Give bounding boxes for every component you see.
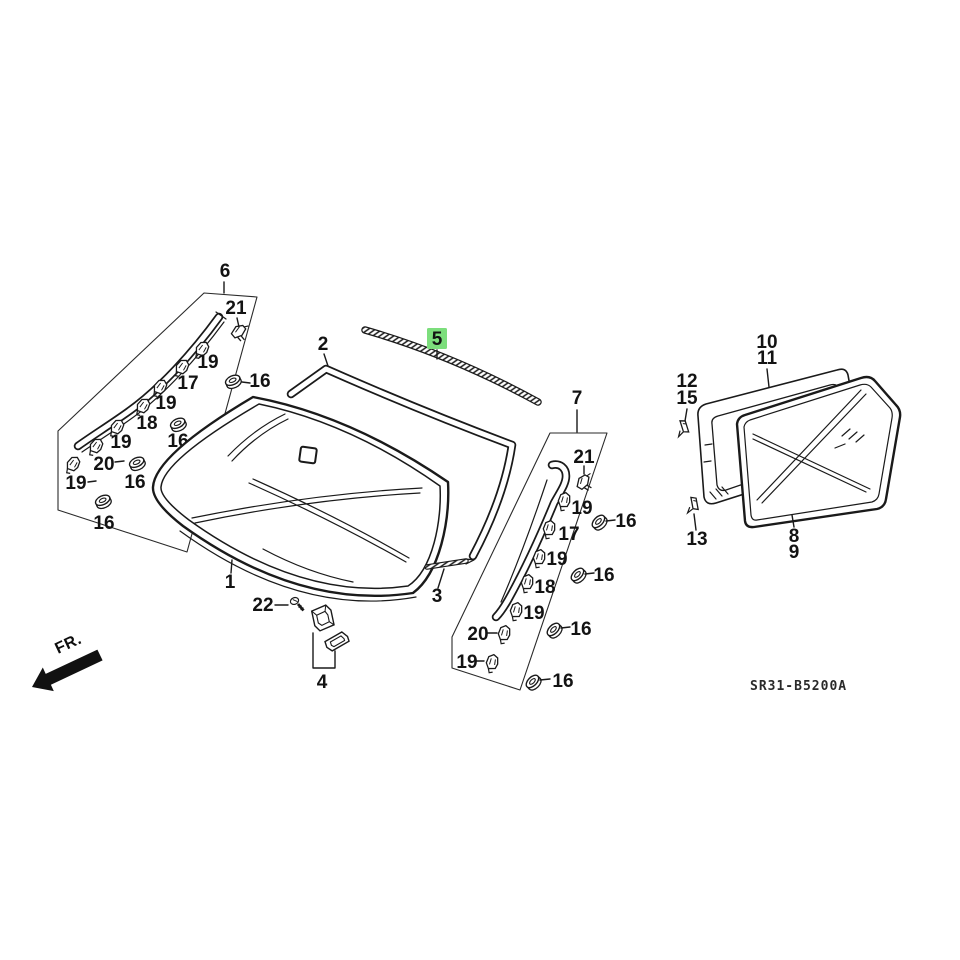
windshield-molding-core	[288, 366, 515, 559]
lower-corner-strip-hatch	[425, 559, 468, 569]
callout-10[interactable]: 10	[756, 332, 777, 353]
windshield-glass	[151, 395, 450, 598]
screw-icon	[287, 594, 305, 612]
left-side-molding-core	[75, 314, 222, 449]
windshield-glass-inner-line	[160, 403, 442, 589]
quarter-glass	[735, 375, 902, 529]
grommet-icon	[589, 512, 611, 534]
right-assembly-boundary	[451, 432, 608, 691]
callout-19[interactable]: 19	[65, 473, 86, 494]
callout-3[interactable]: 3	[432, 586, 443, 607]
callout-8[interactable]: 8	[789, 526, 800, 547]
grommet-icon	[523, 672, 545, 694]
callout-17[interactable]: 17	[177, 373, 198, 394]
leader-lines	[475, 409, 616, 681]
callout-16[interactable]: 16	[124, 472, 145, 493]
leader-lines	[87, 281, 251, 483]
callout-16[interactable]: 16	[93, 513, 114, 534]
callout-16[interactable]: 16	[615, 511, 636, 532]
callout-7[interactable]: 7	[572, 388, 583, 409]
grommet-icon	[568, 565, 590, 587]
callout-12[interactable]: 12	[676, 371, 697, 392]
callout-19[interactable]: 19	[546, 549, 567, 570]
callout-16[interactable]: 16	[570, 619, 591, 640]
diagram-code: SR31-B5200A	[750, 679, 847, 694]
callout-5[interactable]: 5	[432, 329, 443, 350]
right-side-molding-core	[493, 462, 569, 620]
callout-19[interactable]: 19	[571, 498, 592, 519]
callout-19[interactable]: 19	[155, 393, 176, 414]
grommet-icon	[223, 372, 244, 392]
callout-19[interactable]: 19	[523, 603, 544, 624]
callout-16[interactable]: 16	[249, 371, 270, 392]
grommet-icon	[93, 492, 114, 512]
callout-19[interactable]: 19	[197, 352, 218, 373]
callout-15[interactable]: 15	[676, 388, 698, 409]
callout-16[interactable]: 16	[593, 565, 614, 586]
callout-13[interactable]: 13	[686, 529, 707, 550]
quarter-glass-reflections	[752, 389, 871, 504]
molding-clip-icon	[60, 454, 84, 476]
quarter-window-group: 10 11 12 15 13 8 9	[674, 332, 902, 563]
callout-20[interactable]: 20	[93, 454, 114, 475]
callout-4[interactable]: 4	[317, 672, 328, 693]
quarter-clip-icon	[684, 495, 700, 514]
callout-22[interactable]: 22	[252, 595, 273, 616]
left-assembly-boundary	[57, 292, 258, 553]
mirror-mount-pad	[298, 445, 318, 465]
upper-seal-strip	[361, 326, 542, 406]
leader-lines	[230, 349, 445, 669]
callout-1[interactable]: 1	[225, 572, 236, 593]
grommet-icon	[544, 620, 566, 642]
callout-18[interactable]: 18	[534, 577, 555, 598]
windshield-group: 5 2 1 3 22 4	[151, 326, 542, 693]
callout-2[interactable]: 2	[318, 334, 329, 355]
right-molding-assembly: 7 21 19 16 17 19 16 18 19 16 20 19 16	[451, 388, 637, 694]
callout-20[interactable]: 20	[467, 624, 488, 645]
molding-clip-icon	[480, 652, 502, 675]
lower-corner-strip-tip	[465, 558, 475, 565]
quarter-clip-icon	[674, 418, 690, 438]
right-side-molding-flange	[500, 479, 548, 603]
leader-lines	[684, 368, 795, 531]
fr-arrow-icon	[32, 649, 103, 692]
callout-19[interactable]: 19	[456, 652, 477, 673]
callout-19[interactable]: 19	[110, 432, 131, 453]
molding-clip-icon	[492, 623, 514, 646]
fr-direction: FR.	[32, 631, 103, 692]
left-molding-assembly: 6 21 19 16 17 19 18 16 19 20 16 19 16	[57, 261, 271, 553]
callout-6[interactable]: 6	[220, 261, 231, 282]
callout-18[interactable]: 18	[136, 413, 157, 434]
callout-5-highlight[interactable]	[427, 328, 447, 349]
glass-spacer-upper	[310, 604, 335, 632]
grommet-icon	[127, 454, 148, 474]
callout-9[interactable]: 9	[789, 542, 800, 563]
glass-reflection-lines	[191, 413, 423, 583]
glass-spacer-lower	[324, 631, 350, 652]
molding-clip-icon	[574, 469, 599, 494]
fr-label: FR.	[53, 631, 85, 658]
windshield-glass-edge-line	[179, 530, 417, 602]
callout-16[interactable]: 16	[552, 671, 573, 692]
upper-seal-strip-hatch	[362, 327, 541, 405]
quarter-glass-inner-line	[743, 383, 893, 521]
callout-21[interactable]: 21	[573, 447, 595, 468]
callout-21[interactable]: 21	[225, 298, 247, 319]
quarter-molding-ticks	[703, 443, 729, 500]
callout-17[interactable]: 17	[558, 524, 579, 545]
callout-11[interactable]: 11	[757, 348, 778, 369]
